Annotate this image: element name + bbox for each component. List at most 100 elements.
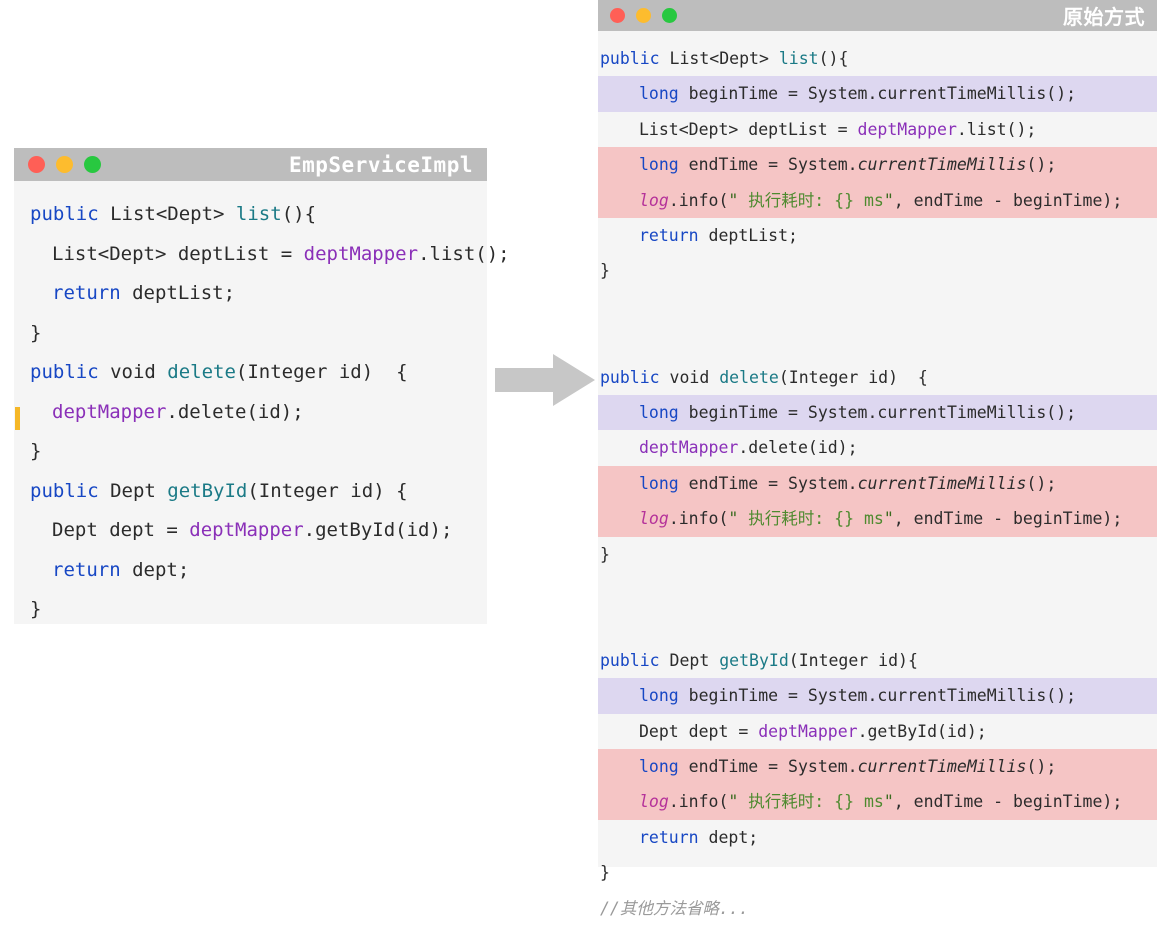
- code-token: deptList;: [698, 226, 798, 246]
- code-token: public: [30, 361, 99, 383]
- code-token: .list();: [956, 119, 1037, 139]
- code-token: (Integer id) {: [778, 367, 928, 387]
- code-token: deptMapper: [189, 519, 304, 541]
- right-arrow-icon: [495, 352, 595, 408]
- code-token: .info(: [668, 792, 729, 812]
- code-token: List<Dept>: [659, 49, 779, 68]
- code-token: Dept dept =: [639, 721, 759, 741]
- code-line: //其他方法省略...: [598, 891, 1157, 926]
- minimize-button-icon[interactable]: [636, 8, 651, 23]
- code-token: List<Dept>: [98, 203, 236, 225]
- code-token: public: [600, 367, 660, 387]
- code-line: long beginTime = System.currentTimeMilli…: [598, 395, 1157, 431]
- code-line: return dept;: [28, 551, 487, 591]
- code-token: .list();: [418, 242, 510, 265]
- code-token: 执行耗时: {} ms: [738, 190, 884, 210]
- code-token: , endTime - beginTime);: [893, 792, 1123, 812]
- code-line: return deptList;: [28, 274, 487, 314]
- code-line: log.info(" 执行耗时: {} ms", endTime - begin…: [598, 501, 1157, 537]
- code-token: dept;: [698, 827, 759, 847]
- code-line: }: [28, 590, 487, 630]
- code-line: deptMapper.delete(id);: [598, 430, 1157, 465]
- code-token: }: [600, 863, 610, 883]
- code-token: long: [639, 686, 679, 706]
- code-token: public: [30, 203, 99, 225]
- close-button-icon[interactable]: [28, 156, 45, 173]
- right-window-title: 原始方式: [1063, 5, 1145, 29]
- code-line: long beginTime = System.currentTimeMilli…: [598, 76, 1157, 112]
- code-line: }: [598, 855, 1157, 890]
- code-line: public void delete(Integer id) {: [28, 353, 487, 393]
- code-token: 执行耗时: {} ms: [738, 509, 884, 529]
- code-token: endTime = System.: [678, 757, 858, 777]
- code-token: endTime = System.: [678, 155, 858, 175]
- code-token: ": [728, 509, 739, 529]
- code-token: ": [728, 190, 739, 210]
- code-token: beginTime = System.currentTimeMillis();: [678, 84, 1077, 104]
- code-token: (Integer id){: [788, 650, 918, 670]
- code-token: public: [600, 650, 660, 670]
- code-token: deptMapper: [758, 721, 858, 741]
- code-line: public Dept getById(Integer id) {: [28, 472, 487, 512]
- code-line: return deptList;: [598, 218, 1157, 253]
- code-token: Dept: [98, 479, 168, 502]
- code-line: List<Dept> deptList = deptMapper.list();: [598, 112, 1157, 147]
- code-token: log: [639, 792, 669, 812]
- code-token: return: [639, 226, 699, 246]
- code-token: currentTimeMillis: [857, 155, 1027, 175]
- code-line: public void delete(Integer id) {: [598, 360, 1157, 395]
- left-traffic-lights: [28, 156, 101, 173]
- code-token: getById: [719, 650, 789, 670]
- code-token: ": [883, 190, 894, 210]
- code-line: long endTime = System.currentTimeMillis(…: [598, 749, 1157, 785]
- right-traffic-lights: [610, 8, 677, 23]
- minimize-button-icon[interactable]: [56, 156, 73, 173]
- code-token: long: [639, 403, 679, 423]
- code-line: [598, 289, 1157, 324]
- code-token: List<Dept> deptList =: [52, 242, 304, 265]
- code-token: .delete(id);: [738, 438, 858, 458]
- code-line: long endTime = System.currentTimeMillis(…: [598, 465, 1157, 502]
- code-token: .delete(id);: [166, 400, 304, 423]
- code-token: ": [883, 792, 894, 812]
- code-token: deptMapper: [857, 119, 957, 139]
- code-token: dept;: [120, 558, 190, 581]
- code-line: [598, 572, 1157, 607]
- code-line: [598, 607, 1157, 642]
- left-window-title: EmpServiceImpl: [288, 152, 473, 177]
- left-window-titlebar: EmpServiceImpl: [14, 148, 487, 181]
- code-token: log: [639, 190, 669, 210]
- code-line: List<Dept> deptList = deptMapper.list();: [28, 235, 510, 275]
- code-token: deptList;: [120, 282, 236, 304]
- code-token: delete: [167, 361, 236, 383]
- code-token: .info(: [668, 190, 729, 210]
- code-token: ();: [1026, 757, 1057, 777]
- code-token: }: [600, 544, 610, 564]
- maximize-button-icon[interactable]: [662, 8, 677, 23]
- code-token: long: [639, 757, 679, 777]
- maximize-button-icon[interactable]: [84, 156, 101, 173]
- text-caret: [15, 407, 20, 430]
- code-line: }: [598, 537, 1157, 572]
- code-line: Dept dept = deptMapper.getById(id);: [28, 511, 487, 551]
- code-token: return: [639, 827, 699, 847]
- code-token: List<Dept> deptList =: [639, 119, 858, 139]
- close-button-icon[interactable]: [610, 8, 625, 23]
- code-token: (Integer id) {: [247, 479, 408, 502]
- code-token: .info(: [668, 509, 729, 529]
- code-token: getById: [167, 479, 248, 502]
- right-window-titlebar: 原始方式: [598, 0, 1157, 31]
- code-line: public Dept getById(Integer id){: [598, 643, 1157, 678]
- code-token: beginTime = System.currentTimeMillis();: [678, 686, 1077, 706]
- code-token: .getById(id);: [857, 721, 987, 741]
- code-line: long endTime = System.currentTimeMillis(…: [598, 147, 1157, 183]
- code-token: .getById(id);: [303, 519, 453, 541]
- right-code-body: public List<Dept> list(){long beginTime …: [598, 31, 1157, 926]
- code-token: endTime = System.: [678, 473, 858, 493]
- code-line: }: [28, 432, 487, 472]
- code-token: currentTimeMillis: [857, 757, 1027, 777]
- code-token: Dept dept =: [52, 519, 190, 541]
- code-token: delete: [719, 367, 779, 387]
- code-token: }: [30, 321, 42, 344]
- code-token: deptMapper: [639, 438, 739, 458]
